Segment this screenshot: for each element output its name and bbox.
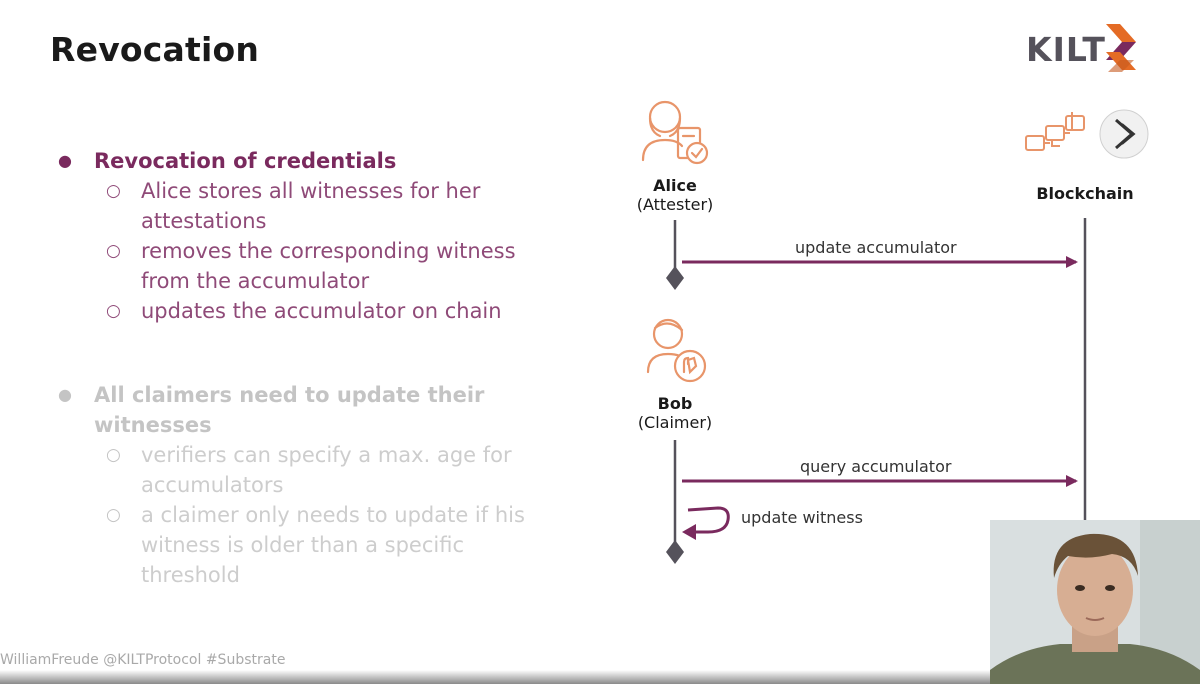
sub-bullet-text: updates the accumulator on chain bbox=[141, 299, 502, 323]
kilt-logo: KILT bbox=[1026, 22, 1146, 78]
bottom-shadow-bar bbox=[0, 670, 1200, 684]
sub-bullet-item: ○ Alice stores all witnesses for her bbox=[56, 176, 516, 206]
alice-label: Alice (Attester) bbox=[615, 176, 735, 214]
presenter-webcam bbox=[990, 520, 1200, 684]
actor-name: Bob bbox=[657, 394, 693, 413]
query-accumulator-label: query accumulator bbox=[800, 457, 952, 476]
bullet-group-claimers: ● All claimers need to update their witn… bbox=[56, 380, 525, 590]
bob-lifeline-end-icon bbox=[666, 540, 684, 564]
sub-bullet-item: ○ a claimer only needs to update if his bbox=[56, 500, 525, 530]
sub-bullet-circle-icon: ○ bbox=[106, 505, 121, 525]
kilt-logo-mark-icon bbox=[1106, 24, 1136, 72]
sub-bullet-item: ○ verifiers can specify a max. age for bbox=[56, 440, 525, 470]
sub-bullet-continuation: threshold bbox=[56, 560, 525, 590]
update-witness-label: update witness bbox=[741, 508, 863, 527]
sub-bullet-text: threshold bbox=[141, 563, 240, 587]
update-accumulator-label: update accumulator bbox=[795, 238, 957, 257]
bullet-item: ● All claimers need to update their bbox=[56, 380, 525, 410]
bullet-continuation: witnesses bbox=[56, 410, 525, 440]
sub-bullet-continuation: witness is older than a specific bbox=[56, 530, 525, 560]
sub-bullet-circle-icon: ○ bbox=[106, 241, 121, 261]
sub-bullet-circle-icon: ○ bbox=[106, 301, 121, 321]
sub-bullet-text: Alice stores all witnesses for her bbox=[141, 179, 481, 203]
bob-label: Bob (Claimer) bbox=[615, 394, 735, 432]
bullet-dot-icon: ● bbox=[58, 151, 72, 170]
actor-name: Alice bbox=[653, 176, 697, 195]
blockchain-label: Blockchain bbox=[1025, 184, 1145, 203]
sub-bullet-text: a claimer only needs to update if his bbox=[141, 503, 525, 527]
bullet-text: All claimers need to update their bbox=[94, 383, 485, 407]
bullet-group-revocation: ● Revocation of credentials ○ Alice stor… bbox=[56, 146, 516, 326]
sub-bullet-continuation: accumulators bbox=[56, 470, 525, 500]
presenter-video-frame bbox=[990, 520, 1200, 684]
sub-bullet-circle-icon: ○ bbox=[106, 181, 121, 201]
bullet-text: witnesses bbox=[94, 413, 212, 437]
alice-lifeline-end-icon bbox=[666, 266, 684, 290]
sub-bullet-text: attestations bbox=[141, 209, 267, 233]
actor-role: (Claimer) bbox=[637, 413, 713, 432]
blockchain-network-icon bbox=[1025, 112, 1085, 151]
substrate-logo-icon bbox=[1099, 109, 1149, 159]
update-witness-arrowhead-icon bbox=[682, 524, 696, 540]
alice-attester-icon bbox=[641, 100, 709, 165]
sub-bullet-circle-icon: ○ bbox=[106, 445, 121, 465]
sub-bullet-text: from the accumulator bbox=[141, 269, 370, 293]
sub-bullet-text: witness is older than a specific bbox=[141, 533, 465, 557]
bullet-item: ● Revocation of credentials bbox=[56, 146, 516, 176]
actor-name: Blockchain bbox=[1036, 184, 1134, 203]
sub-bullet-item: ○ removes the corresponding witness bbox=[56, 236, 516, 266]
bullet-text: Revocation of credentials bbox=[94, 149, 397, 173]
update-witness-self-arrow bbox=[687, 506, 730, 534]
sub-bullet-text: verifiers can specify a max. age for bbox=[141, 443, 512, 467]
sub-bullet-continuation: from the accumulator bbox=[56, 266, 516, 296]
slide-title: Revocation bbox=[50, 30, 260, 69]
footer-credit: WilliamFreude @KILTProtocol #Substrate bbox=[0, 652, 286, 668]
bullet-dot-icon: ● bbox=[58, 385, 72, 404]
kilt-logo-text: KILT bbox=[1026, 30, 1106, 69]
sub-bullet-text: removes the corresponding witness bbox=[141, 239, 516, 263]
sub-bullet-continuation: attestations bbox=[56, 206, 516, 236]
sub-bullet-text: accumulators bbox=[141, 473, 284, 497]
sub-bullet-item: ○ updates the accumulator on chain bbox=[56, 296, 516, 326]
bob-claimer-icon bbox=[646, 318, 707, 383]
actor-role: (Attester) bbox=[636, 195, 714, 214]
